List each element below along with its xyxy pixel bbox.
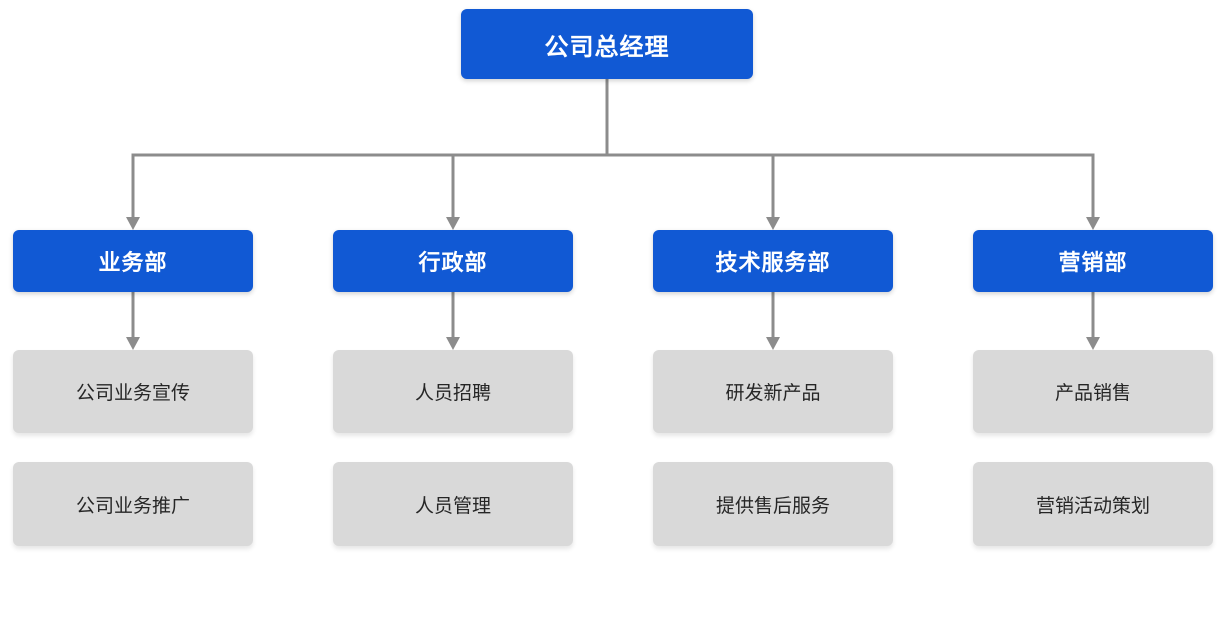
task-node-label: 公司业务推广 [75,495,190,517]
task-node-label: 提供售后服务 [715,495,830,517]
task-node-label: 人员管理 [414,495,491,517]
arrowhead-task-4 [1086,337,1100,350]
arrowhead-dept-1 [126,217,140,230]
root-node-general-manager: 公司总经理 [461,9,753,79]
connector-rail [131,153,1095,218]
dept-node-label: 营销部 [1058,250,1128,275]
dept-node-tech-service: 技术服务部 [653,230,893,292]
task-node-label: 研发新产品 [725,383,821,404]
root-node-label: 公司总经理 [544,33,670,61]
task-node-label: 产品销售 [1054,383,1131,404]
task-node: 产品销售 [973,350,1213,433]
task-node: 公司业务宣传 [13,350,253,433]
arrowhead-task-2 [446,337,460,350]
arrowhead-task-3 [766,337,780,350]
task-node: 公司业务推广 [13,462,253,546]
arrowhead-dept-2 [446,217,460,230]
task-node: 研发新产品 [653,350,893,433]
dept-node-label: 业务部 [98,250,168,275]
task-node-label: 营销活动策划 [1035,495,1150,517]
task-node: 人员招聘 [333,350,573,433]
dept-node-business: 业务部 [13,230,253,292]
task-node-label: 公司业务宣传 [75,383,190,404]
arrowhead-task-1 [126,337,140,350]
arrowhead-dept-3 [766,217,780,230]
arrowhead-dept-4 [1086,217,1100,230]
task-node: 提供售后服务 [653,462,893,546]
task-node: 营销活动策划 [973,462,1213,546]
dept-node-marketing: 营销部 [973,230,1213,292]
dept-node-label: 技术服务部 [715,250,831,275]
task-node: 人员管理 [333,462,573,546]
dept-node-label: 行政部 [418,250,488,275]
task-node-label: 人员招聘 [414,383,491,404]
dept-node-admin: 行政部 [333,230,573,292]
